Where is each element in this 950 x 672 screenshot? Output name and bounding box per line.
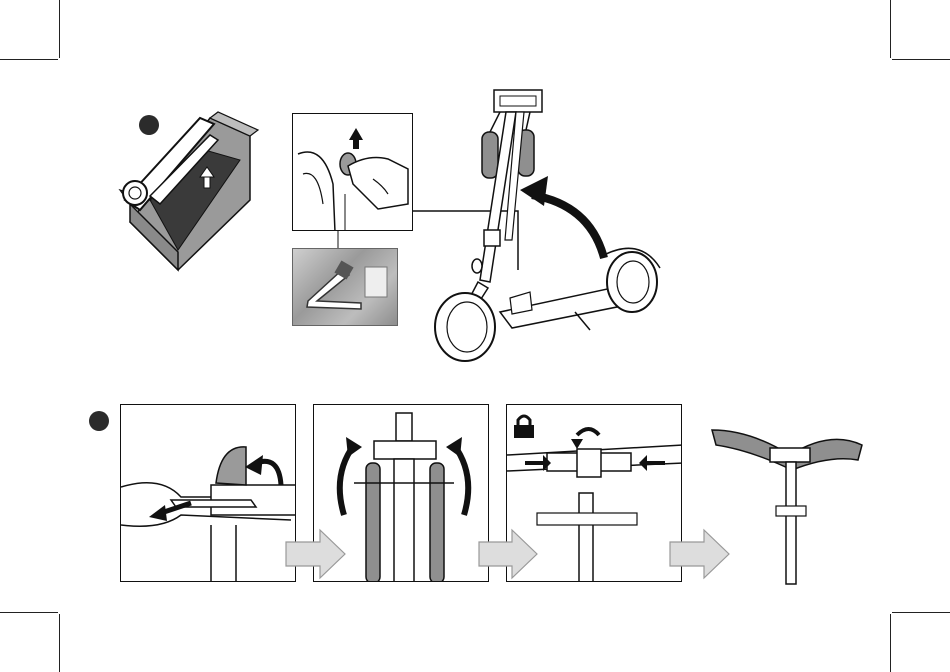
next-arrow-icon bbox=[0, 0, 950, 672]
